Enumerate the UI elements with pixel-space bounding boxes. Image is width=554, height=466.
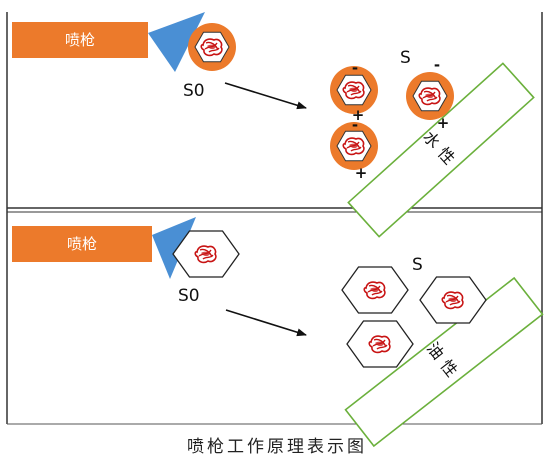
gun-label: 喷枪 bbox=[65, 31, 95, 49]
charge-plus: + bbox=[355, 164, 368, 182]
gun-body bbox=[12, 226, 152, 262]
top-panel: 喷枪 S0 S 水性 bbox=[6, 12, 543, 238]
charged-particle bbox=[406, 72, 454, 120]
uncharged-particle bbox=[341, 266, 409, 314]
diagram-caption: 喷枪工作原理表示图 bbox=[187, 437, 367, 457]
gun-label: 喷枪 bbox=[67, 235, 97, 253]
uncharged-particle bbox=[419, 276, 487, 324]
gun-body bbox=[12, 22, 148, 58]
s-label: S bbox=[400, 48, 411, 68]
charge-minus: - bbox=[434, 56, 440, 74]
oil-based-surface: 油性 bbox=[344, 276, 544, 448]
particle-s0-bottom bbox=[172, 230, 240, 278]
spray-arrow bbox=[224, 82, 307, 110]
water-based-surface: 水性 bbox=[347, 62, 535, 238]
charged-particle bbox=[330, 122, 378, 170]
bottom-panel: 喷枪 S0 S 油性 bbox=[6, 212, 544, 448]
charge-minus: - bbox=[352, 116, 358, 134]
spray-gun-bottom: 喷枪 bbox=[12, 217, 196, 279]
uncharged-particle bbox=[346, 320, 414, 368]
nozzle bbox=[148, 12, 205, 72]
particle-s0-top bbox=[188, 23, 236, 71]
s0-label: S0 bbox=[183, 81, 205, 101]
charged-particle bbox=[330, 66, 378, 114]
spray-gun-top: 喷枪 bbox=[12, 12, 205, 72]
s0-label: S0 bbox=[178, 286, 200, 306]
spray-arrow bbox=[225, 309, 307, 337]
s-label: S bbox=[412, 255, 423, 275]
nozzle bbox=[152, 217, 196, 279]
charge-plus: + bbox=[352, 106, 365, 124]
charge-plus: + bbox=[437, 114, 450, 132]
charge-minus: - bbox=[352, 59, 358, 77]
